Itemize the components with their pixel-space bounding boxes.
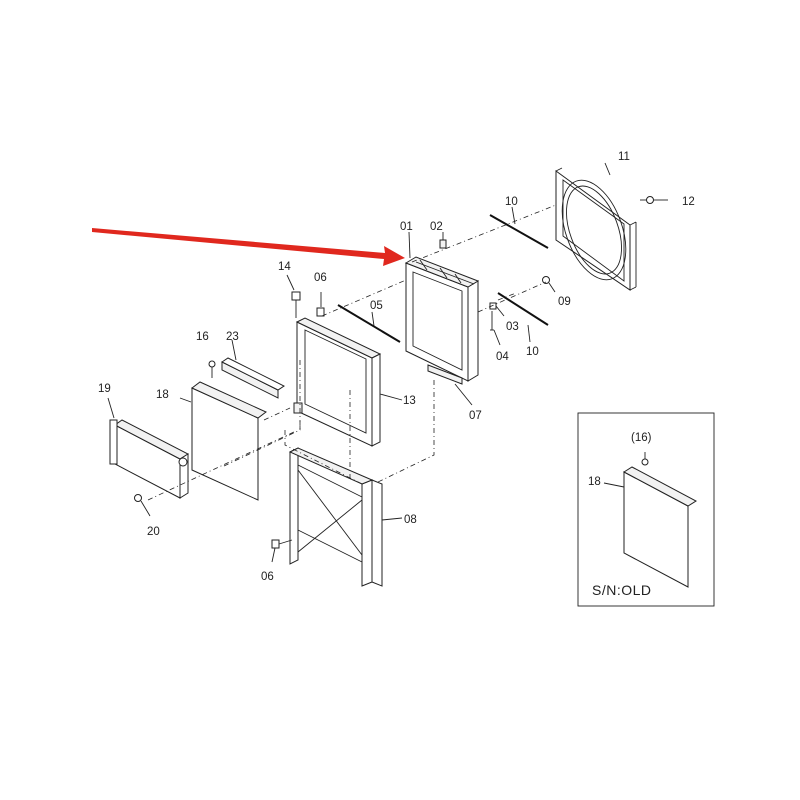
label-part-19: 19	[98, 383, 111, 395]
label-part-23: 23	[226, 331, 239, 343]
seal-strip-part-10-top	[489, 214, 549, 249]
label-part-16: 16	[196, 331, 209, 343]
assembly-centerlines	[147, 204, 557, 501]
drain-part-04	[490, 311, 501, 346]
drain-part-03	[489, 302, 505, 317]
inset-fastener-16	[641, 452, 649, 466]
inset-label-18: 18	[588, 476, 601, 488]
seal-strip-part-10-bottom	[497, 292, 549, 326]
fan-shroud-part-11	[555, 167, 637, 291]
label-part-04: 04	[496, 351, 509, 363]
inset-label-16: (16)	[631, 432, 652, 444]
bolt-part-09	[542, 276, 556, 293]
fastener-part-16	[208, 360, 216, 378]
label-part-08: 08	[404, 514, 417, 526]
inset-caption: S/N:OLD	[592, 582, 652, 598]
label-part-11: 11	[618, 151, 630, 163]
label-part-07: 07	[469, 410, 482, 422]
radiator-core-part-01	[404, 256, 480, 382]
stud-part-14	[286, 274, 301, 318]
bar-part-23	[221, 339, 285, 399]
label-part-10-top: 10	[505, 196, 518, 208]
label-part-20: 20	[147, 526, 160, 538]
label-part-01: 01	[400, 221, 413, 233]
oil-cooler-part-19	[107, 397, 190, 499]
label-part-18: 18	[156, 389, 169, 401]
label-part-10-bottom: 10	[526, 346, 539, 358]
label-part-06-lower: 06	[261, 571, 274, 583]
bolt-part-12	[640, 196, 668, 204]
bracket-part-07	[427, 364, 473, 406]
bolt-part-06-lower	[271, 539, 293, 563]
label-part-06-upper: 06	[314, 272, 327, 284]
panel-part-18	[179, 381, 267, 501]
red-pointer-arrow	[92, 228, 405, 266]
bolt-part-06-upper	[316, 292, 325, 317]
bolt-part-20	[134, 494, 151, 517]
inset-panel-18	[603, 466, 697, 588]
label-part-13: 13	[403, 395, 416, 407]
support-stand-part-08	[288, 447, 403, 587]
part-labels: 11 12 10 01 02 14 06 09 05 03 16 23 10 0…	[98, 151, 695, 598]
label-part-12: 12	[682, 196, 695, 208]
label-part-05: 05	[370, 300, 383, 312]
inset-old-serial	[577, 412, 715, 607]
label-part-02: 02	[430, 221, 443, 233]
frame-panel-part-13	[293, 317, 403, 447]
label-part-09: 09	[558, 296, 571, 308]
cap-part-02	[439, 232, 447, 249]
label-part-03: 03	[506, 321, 519, 333]
seal-strip-part-05	[337, 304, 401, 343]
label-part-14: 14	[278, 261, 291, 273]
